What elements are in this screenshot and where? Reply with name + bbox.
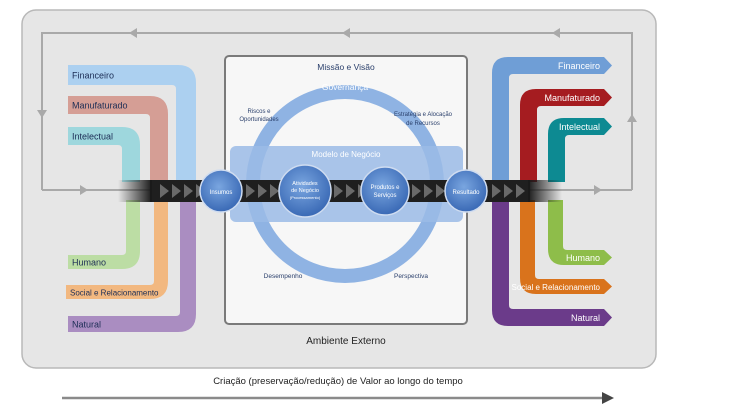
input-capital-label: Natural bbox=[72, 320, 101, 330]
inputs-label: Insumos bbox=[210, 190, 233, 196]
output-capital-band bbox=[548, 118, 612, 182]
outlook-label: Perspectiva bbox=[394, 273, 428, 280]
output-capital-band bbox=[548, 200, 612, 265]
products-label-2: Serviços bbox=[373, 193, 396, 199]
input-capital-label: Manufaturado bbox=[72, 101, 128, 111]
output-capitals bbox=[492, 57, 612, 326]
input-capital-band bbox=[68, 96, 168, 182]
flow-chevron bbox=[160, 184, 169, 198]
output-capital-band bbox=[492, 200, 612, 326]
input-capital-band bbox=[68, 200, 196, 332]
products-label-1: Produtos e bbox=[370, 185, 400, 191]
flow-fade-left bbox=[118, 180, 152, 202]
products-node bbox=[360, 166, 410, 216]
output-capital-label: Natural bbox=[571, 313, 600, 323]
flow-chevrons bbox=[160, 184, 525, 198]
flow-chevron bbox=[334, 184, 343, 198]
input-capital-band bbox=[66, 200, 168, 299]
activities-node bbox=[278, 164, 332, 218]
inputs-node bbox=[199, 169, 243, 213]
flow-chevron bbox=[424, 184, 433, 198]
flow-chevron bbox=[516, 184, 525, 198]
input-capital-label: Social e Relacionamento bbox=[70, 289, 159, 298]
output-capital-band bbox=[492, 57, 612, 182]
governance-label: Governança bbox=[322, 82, 369, 92]
external-environment-label: Ambiente Externo bbox=[306, 336, 386, 347]
input-capital-band bbox=[68, 200, 140, 269]
feedback-arrows bbox=[37, 28, 637, 195]
flow-chevron bbox=[258, 184, 267, 198]
flow-chevron bbox=[172, 184, 181, 198]
output-capital-label: Financeiro bbox=[558, 61, 600, 71]
flow-chevron bbox=[436, 184, 445, 198]
input-capital-label: Financeiro bbox=[72, 71, 114, 81]
flow-chevron bbox=[270, 184, 279, 198]
strategy-label-2: de Recursos bbox=[406, 121, 440, 127]
outcomes-node bbox=[444, 169, 488, 213]
strategy-label-1: Estratégia e Alocação bbox=[394, 112, 453, 118]
flow-fade-right bbox=[528, 180, 562, 202]
input-capital-band bbox=[68, 65, 196, 182]
performance-label: Desempenho bbox=[264, 273, 303, 280]
outcomes-label: Resultado bbox=[452, 190, 480, 196]
flow-chevron bbox=[412, 184, 421, 198]
risks-label-1: Riscos e bbox=[247, 109, 271, 115]
risks-label-2: Oportunidades bbox=[239, 117, 278, 123]
timeline-arrowhead bbox=[602, 392, 614, 404]
flow-chevron bbox=[184, 184, 193, 198]
input-capital-label: Intelectual bbox=[72, 132, 113, 142]
activities-label-3: (Processamento) bbox=[290, 195, 321, 200]
activities-label-1: Atividades bbox=[292, 181, 318, 187]
flow-chevron bbox=[346, 184, 355, 198]
flow-chevron bbox=[246, 184, 255, 198]
output-capital-label: Intelectual bbox=[559, 122, 600, 132]
output-capital-label: Manufaturado bbox=[544, 93, 600, 103]
flow-chevron bbox=[504, 184, 513, 198]
input-capitals bbox=[66, 65, 196, 332]
timeline-label: Criação (preservação/redução) de Valor a… bbox=[213, 376, 463, 387]
output-capital-label: Humano bbox=[566, 253, 600, 263]
output-capital-label: Social e Relacionamento bbox=[512, 283, 601, 292]
business-model-label: Modelo de Negócio bbox=[312, 150, 381, 159]
capital-labels: FinanceiroManufaturadoIntelectualHumanoS… bbox=[70, 61, 601, 330]
input-capital-band bbox=[68, 127, 140, 182]
output-capital-band bbox=[520, 200, 612, 294]
output-capital-band bbox=[520, 89, 612, 182]
activities-label-2: de Negócio bbox=[291, 188, 319, 194]
flow-chevron bbox=[492, 184, 501, 198]
mission-vision-label: Missão e Visão bbox=[317, 62, 375, 72]
input-capital-label: Humano bbox=[72, 258, 106, 268]
